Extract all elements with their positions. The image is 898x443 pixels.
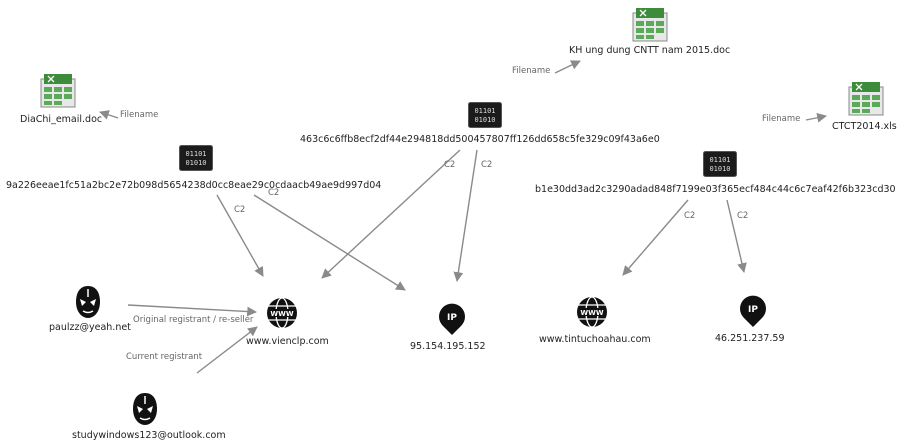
edge-label-original-registrant: Original registrant / re-seller [133, 315, 254, 325]
edge-label-filename: Filename [120, 110, 159, 120]
edge-label-c2: C2 [268, 188, 280, 198]
edge-c2-hash3-ip2 [726, 199, 747, 273]
binary-file-icon: 01101 01010 [179, 145, 213, 171]
edge-filename-diachi [99, 110, 119, 120]
edge-c2-hash2-ip1 [453, 149, 478, 282]
svg-text:01010: 01010 [709, 165, 730, 173]
node-label: CTCT2014.xls [832, 121, 897, 132]
globe-www-icon: WWW [267, 297, 297, 329]
node-label: paulzz@yeah.net [49, 322, 131, 333]
binary-file-icon: 01101 01010 [703, 151, 737, 177]
spreadsheet-doc-icon [40, 74, 76, 108]
svg-text:IP: IP [447, 313, 457, 323]
edge-original-registrant [127, 304, 257, 317]
node-label: studywindows123@outlook.com [72, 430, 226, 441]
edge-current-registrant [196, 326, 258, 374]
node-label: www.tintuchoahau.com [539, 334, 651, 345]
svg-text:01010: 01010 [185, 159, 206, 167]
spreadsheet-doc-icon [632, 8, 668, 42]
svg-text:WWW: WWW [270, 310, 293, 318]
spreadsheet-doc-icon [848, 82, 884, 116]
edge-c2-hash3-www2 [622, 199, 689, 276]
node-label: 46.251.237.59 [715, 333, 785, 344]
edge-filename-kh [554, 60, 581, 74]
node-label: KH ung dung CNTT nam 2015.doc [569, 45, 731, 56]
node-label: www.vienclp.com [246, 336, 329, 347]
svg-text:01010: 01010 [474, 116, 495, 124]
edge-c2-hash1-www1 [216, 194, 264, 277]
edge-label-filename: Filename [762, 114, 801, 124]
edge-label-c2: C2 [684, 211, 696, 221]
binary-file-icon: 01101 01010 [468, 102, 502, 128]
edge-filename-ctct [805, 112, 827, 123]
node-label: 95.154.195.152 [410, 341, 486, 352]
ip-pin-icon: IP [740, 295, 766, 327]
edge-c2-hash1-ip1 [253, 194, 406, 291]
svg-text:WWW: WWW [580, 309, 603, 317]
globe-www-icon: WWW [577, 296, 607, 328]
edge-label-c2: C2 [444, 160, 456, 170]
svg-text:01101: 01101 [474, 107, 495, 115]
svg-text:01101: 01101 [185, 150, 206, 158]
edge-label-filename: Filename [512, 66, 551, 76]
masked-person-icon [76, 286, 100, 318]
node-label: 9a226eeae1fc51a2bc2e72b098d5654238d0cc8e… [6, 180, 382, 191]
node-label: b1e30dd3ad2c3290adad848f7199e03f365ecf48… [535, 184, 896, 195]
node-label: DiaChi_email.doc [20, 114, 103, 125]
edge-c2-hash2-www1 [321, 149, 461, 279]
edge-label-c2: C2 [234, 205, 246, 215]
edge-label-c2: C2 [481, 160, 493, 170]
edge-label-current-registrant: Current registrant [126, 352, 203, 362]
ip-pin-icon: IP [439, 303, 465, 335]
node-label: 463c6c6ffb8ecf2df44e294818dd500457807ff1… [300, 134, 660, 145]
svg-text:01101: 01101 [709, 156, 730, 164]
svg-text:IP: IP [748, 305, 758, 315]
edge-label-c2: C2 [737, 211, 749, 221]
masked-person-icon [133, 393, 157, 425]
